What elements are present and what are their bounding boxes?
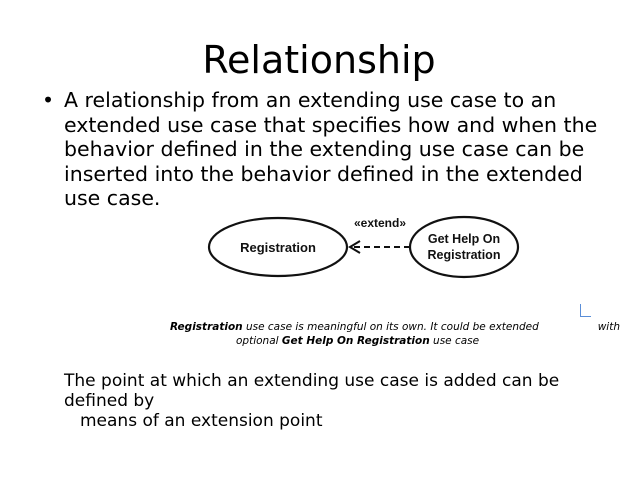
- bullet-text: A relationship from an extending use cas…: [64, 88, 598, 210]
- registration-use-case-label: Registration: [240, 240, 316, 255]
- caption-line-2-start: optional: [236, 335, 282, 347]
- caption-registration-bold: Registration: [170, 321, 243, 333]
- caption-get-help-bold: Get Help On Registration: [281, 335, 430, 347]
- caption-line-1-end: with: [597, 321, 620, 333]
- extension-point-note: The point at which an extending use case…: [64, 371, 624, 431]
- extension-point-note-line-1: The point at which an extending use case…: [64, 371, 560, 411]
- get-help-use-case-label-line2: Registration: [428, 248, 501, 262]
- caption-line-2-rest: use case: [429, 335, 480, 347]
- bullet-marker: •: [42, 88, 55, 112]
- bullet-item: • A relationship from an extending use c…: [42, 88, 624, 211]
- registration-use-case-ellipse: [207, 216, 349, 278]
- caption-line-2: optional Get Help On Registration use ca…: [150, 334, 620, 348]
- use-case-diagram: Registration Get Help On Registration «e…: [200, 205, 530, 301]
- caption-line-1: Registration use case is meaningful on i…: [150, 320, 620, 334]
- extension-point-note-line-2: means of an extension point: [80, 411, 323, 431]
- extend-arrow-head: [348, 240, 361, 254]
- use-case-diagram-svg: Registration Get Help On Registration «e…: [207, 215, 520, 279]
- slide-title: Relationship: [202, 38, 436, 82]
- get-help-use-case-ellipse: [408, 215, 520, 279]
- diagram-caption: Registration use case is meaningful on i…: [150, 320, 620, 348]
- get-help-use-case-label-line1: Get Help On: [428, 232, 500, 246]
- extend-stereotype-label: «extend»: [354, 216, 406, 230]
- corner-mark-icon: [580, 304, 591, 317]
- caption-line-1-rest: use case is meaningful on its own. It co…: [242, 321, 539, 333]
- caption-line-1-start: Registration use case is meaningful on i…: [170, 320, 539, 334]
